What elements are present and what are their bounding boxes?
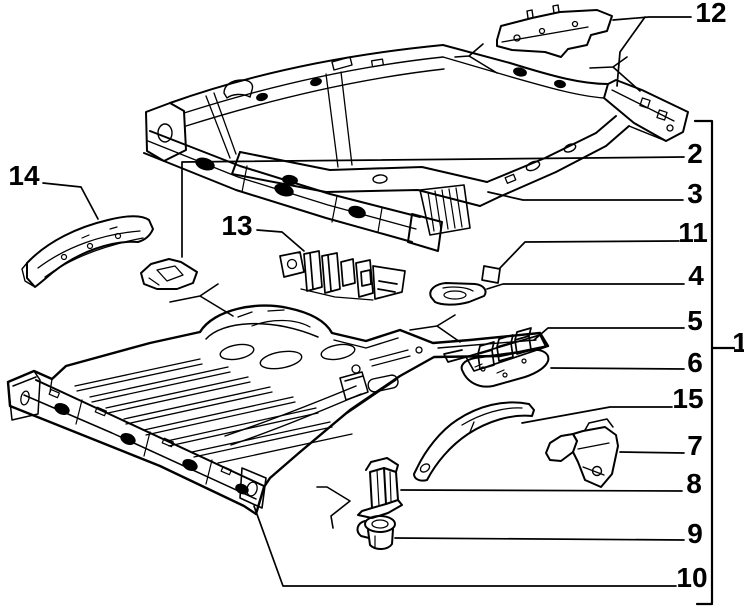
leader-13 <box>257 230 304 251</box>
part-11-shim <box>482 266 500 283</box>
callout-label-13: 13 <box>221 210 252 241</box>
leader-10 <box>254 506 676 586</box>
part-4-bracket <box>430 283 485 305</box>
part-6-plate <box>462 350 549 387</box>
part-13-bracket <box>280 251 405 300</box>
upper-frame-assembly <box>144 45 688 251</box>
part-8-bracket <box>358 458 402 518</box>
leader-15 <box>522 407 672 423</box>
mount-position-marks <box>170 44 640 528</box>
part-9-clamp <box>358 516 395 549</box>
callout-label-5: 5 <box>687 305 703 336</box>
leader-12 <box>613 17 691 86</box>
leader-lines <box>43 17 734 604</box>
part-12-bracket <box>497 5 612 57</box>
callout-label-12: 12 <box>695 0 726 28</box>
callout-label-1: 1 <box>732 327 744 358</box>
leader-5 <box>534 328 684 340</box>
part-15-arm <box>414 402 534 480</box>
callout-label-6: 6 <box>687 347 703 378</box>
callout-label-11: 11 <box>678 217 708 248</box>
floor-pan <box>8 306 548 514</box>
part-14-rail <box>22 216 153 287</box>
leader-2 <box>182 157 684 257</box>
callout-label-10: 10 <box>676 562 707 593</box>
callout-label-4: 4 <box>688 260 704 291</box>
callout-label-9: 9 <box>687 518 703 549</box>
leader-9 <box>395 538 684 540</box>
leader-11 <box>500 241 679 268</box>
callout-label-15: 15 <box>672 383 703 414</box>
leader-4 <box>487 284 684 289</box>
callout-label-8: 8 <box>686 468 702 499</box>
callout-labels: 12 2 3 11 4 5 6 15 7 8 9 10 1 14 13 <box>8 0 744 593</box>
bracket-1 <box>695 121 734 604</box>
part-2-bracket <box>141 259 197 289</box>
callout-label-3: 3 <box>687 178 703 209</box>
part-7-bracket <box>546 419 618 487</box>
callout-label-7: 7 <box>687 430 703 461</box>
leader-3 <box>488 192 683 200</box>
leader-8 <box>401 490 682 491</box>
leader-6 <box>551 368 684 369</box>
leader-7 <box>620 452 684 453</box>
callout-label-2: 2 <box>687 138 703 169</box>
callout-label-14: 14 <box>8 160 40 191</box>
part-5-bracket <box>444 328 546 371</box>
leader-14 <box>43 183 98 219</box>
